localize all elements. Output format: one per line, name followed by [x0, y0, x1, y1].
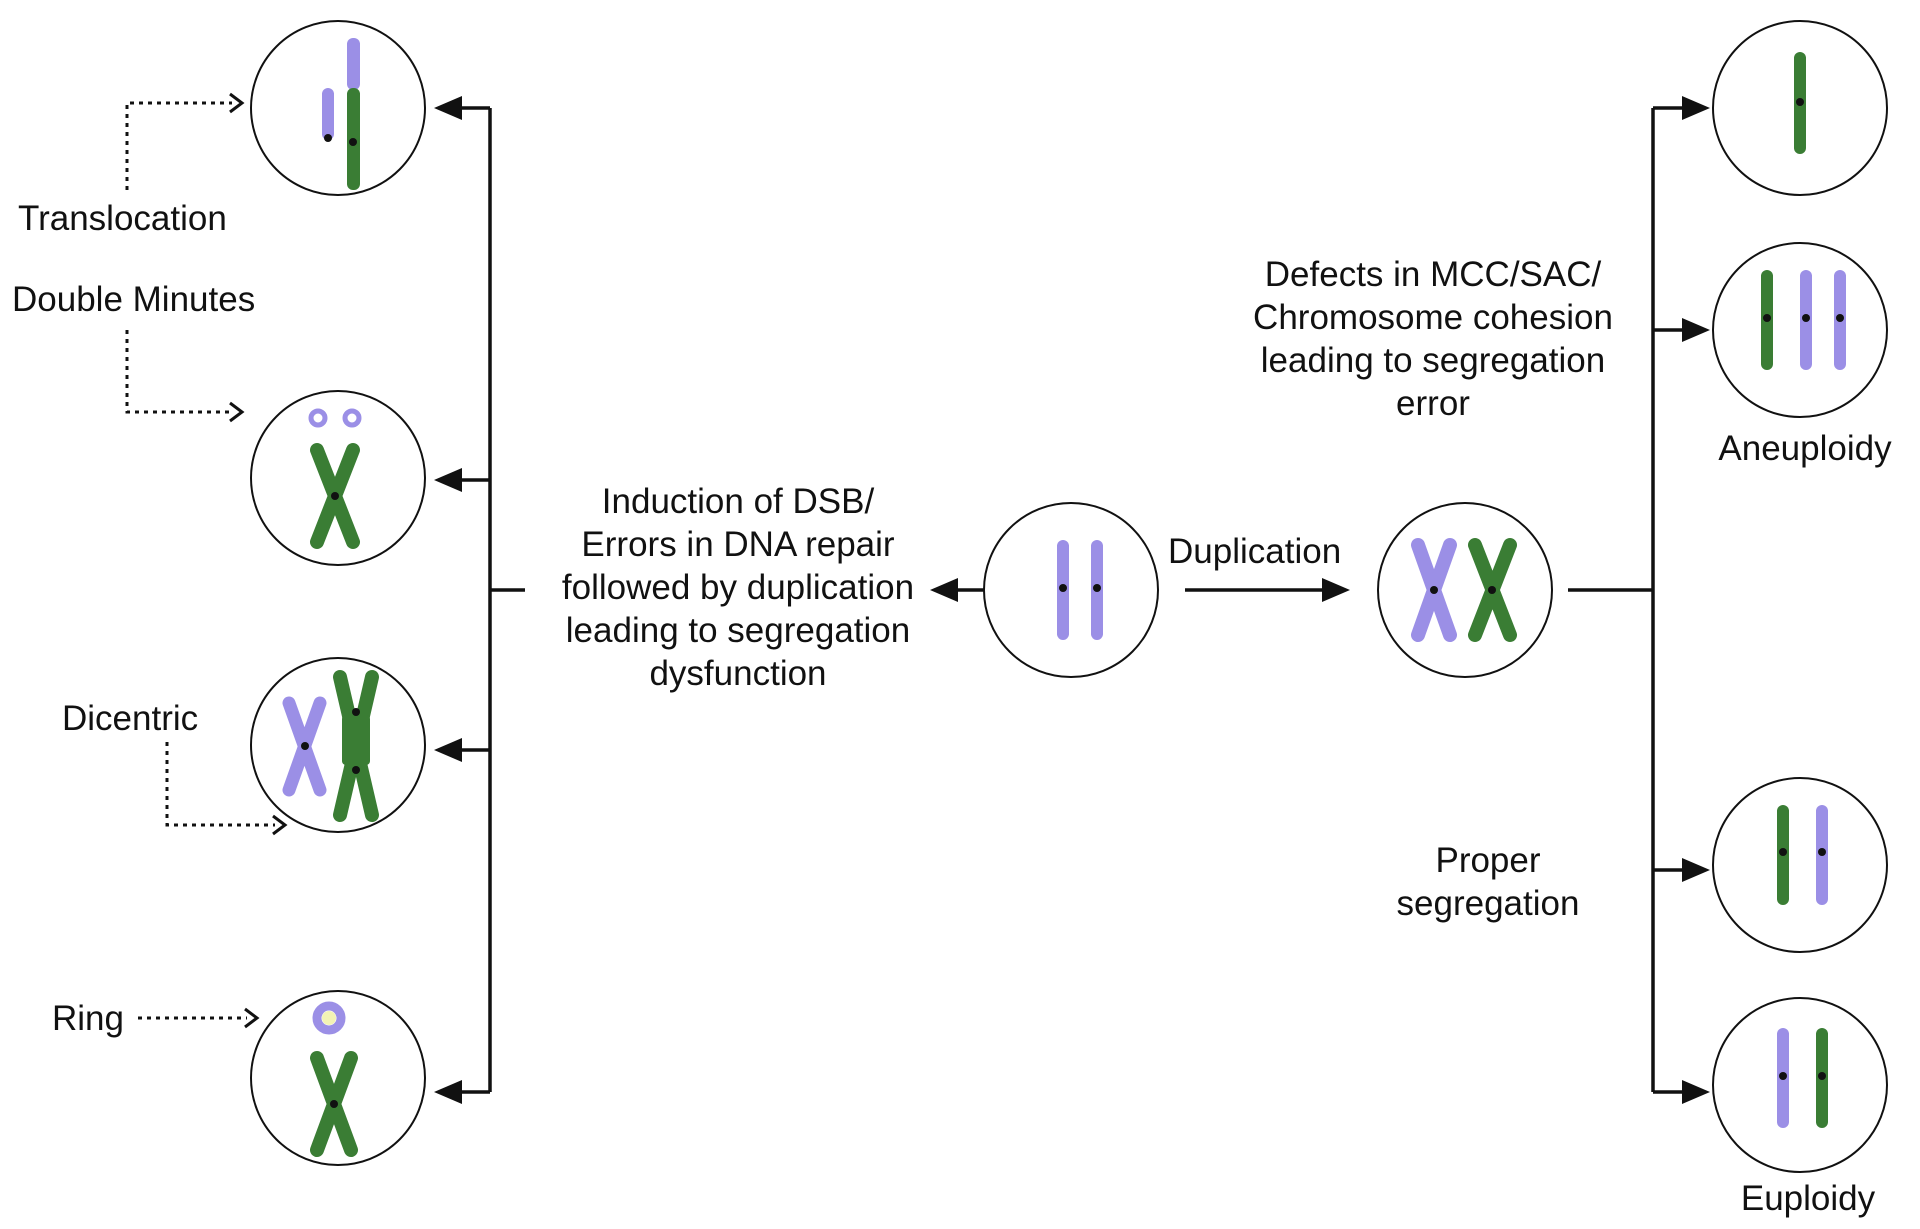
euploid-2-chromosomes: [1777, 1028, 1828, 1128]
arrow-head: [434, 738, 462, 762]
arrow-head: [1682, 858, 1710, 882]
aneuploidy-label: Aneuploidy: [1718, 429, 1892, 468]
dsb-description: Induction of DSB/ Errors in DNA repair f…: [562, 482, 914, 693]
translocation-chromosomes: [322, 38, 360, 190]
arrow-head: [434, 96, 462, 120]
ring-pointer: [138, 1007, 260, 1029]
defects-line: error: [1396, 384, 1470, 423]
ring-label: Ring: [52, 999, 124, 1038]
left-branch-connector: [434, 96, 525, 1104]
aneuploid-1-chromosomes: [1794, 52, 1806, 154]
double-minutes-pointer: [125, 330, 245, 423]
right-branch-connector: [1568, 96, 1710, 1104]
translocation-label: Translocation: [18, 199, 227, 238]
euploid-1-chromosomes: [1777, 805, 1828, 905]
defects-line: Chromosome cohesion: [1253, 298, 1613, 337]
arrow-head: [434, 1080, 462, 1104]
dsb-line: leading to segregation: [566, 611, 910, 650]
svg-text:segregation: segregation: [1397, 884, 1580, 923]
defects-description: Defects in MCC/SAC/ Chromosome cohesion …: [1253, 255, 1613, 423]
cell-translocation: [250, 20, 426, 196]
cell-original: [983, 502, 1159, 678]
proper-segregation-label: Proper segregation: [1397, 841, 1580, 923]
arrow-head: [1682, 1080, 1710, 1104]
dsb-line: dysfunction: [649, 654, 826, 693]
dicentric-chromosomes: [282, 670, 379, 822]
purple-chromosome: [322, 88, 334, 140]
translocation-pointer: [125, 92, 245, 190]
aneuploid-2-chromosomes: [1761, 270, 1846, 370]
dsb-line: Errors in DNA repair: [581, 525, 894, 564]
purple-chromosome-segment: [347, 38, 360, 90]
dsb-line: followed by duplication: [562, 568, 914, 607]
arrow-head: [1682, 96, 1710, 120]
double-minute: [308, 408, 328, 428]
dsb-line: Induction of DSB/: [602, 482, 875, 521]
ring-chromosomes: [310, 1001, 358, 1157]
duplicated-chromosomes: [1411, 538, 1517, 642]
arrow-head: [1682, 318, 1710, 342]
dicentric-label: Dicentric: [62, 699, 198, 738]
cell-euploid-2: [1712, 997, 1888, 1173]
double-minutes-chromosomes: [308, 408, 362, 549]
duplication-arrow: [1185, 578, 1350, 602]
original-chromosomes: [1057, 540, 1103, 640]
duplication-label: Duplication: [1168, 532, 1341, 571]
cell-euploid-1: [1712, 777, 1888, 953]
euploidy-label: Euploidy: [1741, 1179, 1876, 1218]
double-minutes-label: Double Minutes: [12, 280, 255, 319]
cell-duplicated: [1377, 502, 1553, 678]
defects-line: leading to segregation: [1261, 341, 1605, 380]
dsb-arrow: [930, 578, 985, 602]
dicentric-pointer: [165, 742, 288, 836]
double-minute: [342, 408, 362, 428]
svg-text:Proper: Proper: [1435, 841, 1540, 880]
defects-line: Defects in MCC/SAC/: [1265, 255, 1602, 294]
arrow-head: [434, 468, 462, 492]
ring-chromosome: [312, 1001, 346, 1035]
